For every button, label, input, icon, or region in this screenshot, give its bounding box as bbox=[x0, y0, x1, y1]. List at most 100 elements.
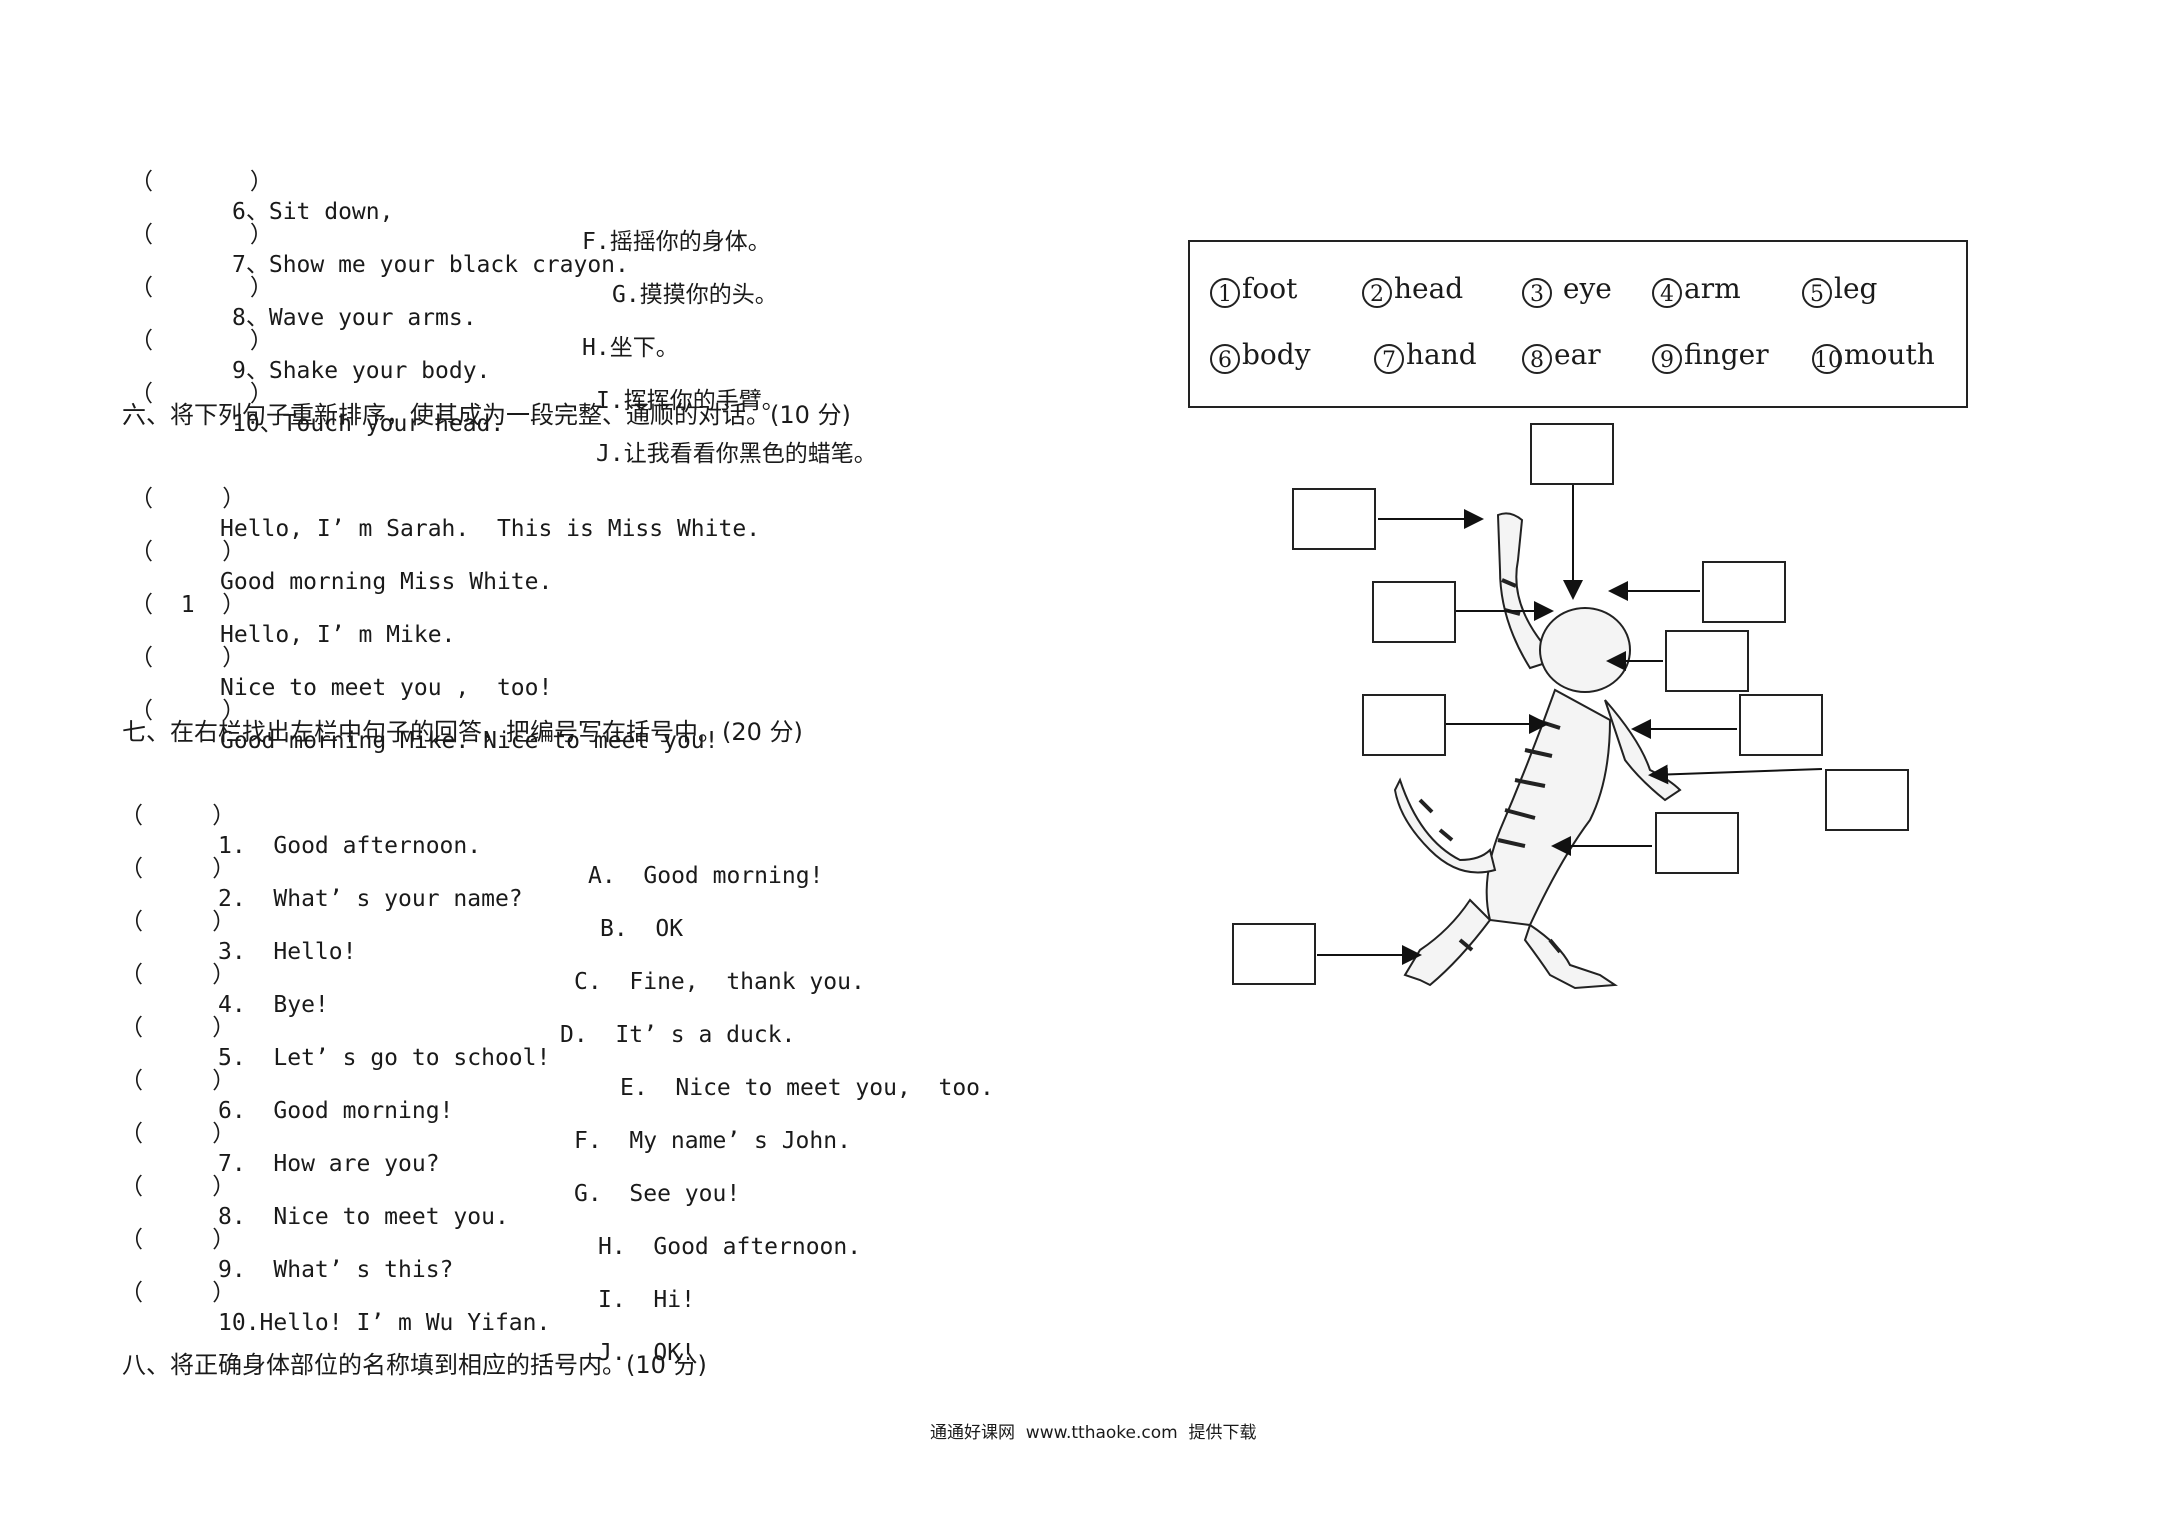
section-7-title: 七、在右栏找出左栏中句子的回答，把编号写在括号中。(20 分) bbox=[122, 718, 803, 746]
question-text: 6. Good morning! bbox=[218, 1098, 454, 1124]
part7-row: （ ） 2. What’ s your name? B. OK bbox=[120, 824, 683, 974]
response-text: B. OK bbox=[600, 916, 684, 942]
part7-row: （ ） 5. Let’ s go to school! E. Nice to m… bbox=[120, 983, 994, 1133]
question-text: 2. What’ s your name? bbox=[218, 886, 523, 912]
part6-row: （ ） Good morning Mike. Nice to meet you! bbox=[130, 666, 719, 786]
part5-row: （ ） 10、Touch your head. J.让我看看你黑色的蜡笔。 bbox=[130, 349, 877, 499]
order-blank[interactable]: （ ） bbox=[130, 539, 246, 565]
dialogue-text: Good morning Mike. Nice to meet you! bbox=[220, 728, 719, 754]
answer-blank[interactable]: （ ） bbox=[120, 1068, 236, 1094]
dialogue-text: Hello, I’ m Mike. bbox=[220, 622, 456, 648]
answer-blank[interactable]: （ ） bbox=[130, 275, 273, 301]
label-box[interactable] bbox=[1232, 923, 1316, 985]
answer-blank[interactable]: （ ） bbox=[120, 962, 236, 988]
match-text: G.摸摸你的头。 bbox=[612, 282, 778, 308]
question-text: 8. Nice to meet you. bbox=[218, 1204, 509, 1230]
word-label: leg bbox=[1834, 272, 1878, 305]
question-text: 7. How are you? bbox=[218, 1151, 440, 1177]
label-box[interactable] bbox=[1825, 769, 1909, 831]
circled-number: 8 bbox=[1522, 344, 1552, 374]
part7-row: （ ） 8. Nice to meet you. H. Good afterno… bbox=[120, 1142, 861, 1292]
circled-number: 7 bbox=[1374, 344, 1404, 374]
circled-number: 4 bbox=[1652, 278, 1682, 308]
word-label: eye bbox=[1562, 272, 1612, 305]
answer-blank[interactable]: （ ） bbox=[130, 222, 273, 248]
word-label: body bbox=[1242, 338, 1311, 371]
circled-number: 9 bbox=[1652, 344, 1682, 374]
word-bank-item: 10mouth bbox=[1812, 338, 1935, 374]
answer-blank[interactable]: （ ） bbox=[130, 169, 273, 195]
response-text: J. OK! bbox=[598, 1340, 695, 1366]
response-text: F. My name’ s John. bbox=[574, 1128, 851, 1154]
item-text: 7、Show me your black crayon. bbox=[232, 252, 629, 278]
footer-source: 通通好课网 www.tthaoke.com 提供下载 bbox=[930, 1423, 1257, 1443]
answer-blank[interactable]: （ ） bbox=[120, 1174, 236, 1200]
answer-blank[interactable]: （ ） bbox=[130, 381, 273, 407]
label-box[interactable] bbox=[1372, 581, 1456, 643]
match-text: H.坐下。 bbox=[582, 335, 679, 361]
question-text: 9. What’ s this? bbox=[218, 1257, 454, 1283]
answer-blank[interactable]: （ ） bbox=[120, 1280, 236, 1306]
part7-row: （ ） 6. Good morning! F. My name’ s John. bbox=[120, 1036, 851, 1186]
match-text: F.摇摇你的身体。 bbox=[582, 229, 771, 255]
word-label: hand bbox=[1406, 338, 1477, 371]
label-box[interactable] bbox=[1702, 561, 1786, 623]
word-label: ear bbox=[1554, 338, 1601, 371]
order-blank[interactable]: （ 1 ） bbox=[130, 592, 246, 618]
part5-row: （ ） 8、Wave your arms. H.坐下。 bbox=[130, 243, 679, 393]
dialogue-text: Hello, I’ m Sarah. This is Miss White. bbox=[220, 516, 761, 542]
circled-number: 6 bbox=[1210, 344, 1240, 374]
order-blank[interactable]: （ ） bbox=[130, 486, 246, 512]
part7-row: （ ） 9. What’ s this? I. Hi! bbox=[120, 1195, 695, 1345]
label-box[interactable] bbox=[1655, 812, 1739, 874]
section-8-title: 八、将正确身体部位的名称填到相应的括号内。(10 分) bbox=[122, 1351, 707, 1379]
part5-row: （ ） 7、Show me your black crayon. G.摸摸你的头… bbox=[130, 190, 778, 340]
word-label: foot bbox=[1242, 272, 1298, 305]
part6-row: （ ） Hello, I’ m Sarah. This is Miss Whit… bbox=[130, 454, 760, 574]
label-box[interactable] bbox=[1665, 630, 1749, 692]
match-text: J.让我看看你黑色的蜡笔。 bbox=[596, 441, 877, 467]
part6-row: （ ） Nice to meet you , too! bbox=[130, 613, 552, 733]
label-box[interactable] bbox=[1292, 488, 1376, 550]
question-text: 5. Let’ s go to school! bbox=[218, 1045, 551, 1071]
answer-blank[interactable]: （ ） bbox=[130, 328, 273, 354]
answer-blank[interactable]: （ ） bbox=[120, 856, 236, 882]
item-text: 8、Wave your arms. bbox=[232, 305, 477, 331]
question-text: 3. Hello! bbox=[218, 939, 357, 965]
answer-blank[interactable]: （ ） bbox=[120, 1227, 236, 1253]
label-box[interactable] bbox=[1362, 694, 1446, 756]
dialogue-text: Good morning Miss White. bbox=[220, 569, 553, 595]
order-blank[interactable]: （ ） bbox=[130, 698, 246, 724]
label-box[interactable] bbox=[1530, 423, 1614, 485]
match-text: I.挥挥你的手臂。 bbox=[596, 388, 785, 414]
part7-row: （ ） 10.Hello! I’ m Wu Yifan. J. OK! bbox=[120, 1248, 695, 1398]
response-text: A. Good morning! bbox=[588, 863, 824, 889]
answer-blank[interactable]: （ ） bbox=[120, 1121, 236, 1147]
part6-row: （ 1 ） Hello, I’ m Mike. bbox=[130, 560, 455, 680]
label-box[interactable] bbox=[1739, 694, 1823, 756]
response-text: G. See you! bbox=[574, 1181, 741, 1207]
word-label: finger bbox=[1684, 338, 1769, 371]
dialogue-text: Nice to meet you , too! bbox=[220, 675, 553, 701]
order-blank[interactable]: （ ） bbox=[130, 645, 246, 671]
response-text: D. It’ s a duck. bbox=[560, 1022, 796, 1048]
word-label: mouth bbox=[1844, 338, 1935, 371]
word-bank-item: 3 eye bbox=[1522, 272, 1612, 308]
answer-blank[interactable]: （ ） bbox=[120, 1015, 236, 1041]
part7-row: （ ） 1. Good afternoon. A. Good morning! bbox=[120, 771, 823, 921]
response-text: E. Nice to meet you, too. bbox=[620, 1075, 994, 1101]
part6-row: （ ） Good morning Miss White. bbox=[130, 507, 552, 627]
answer-blank[interactable]: （ ） bbox=[120, 909, 236, 935]
answer-blank[interactable]: （ ） bbox=[120, 803, 236, 829]
circled-number: 3 bbox=[1522, 278, 1552, 308]
question-text: 4. Bye! bbox=[218, 992, 329, 1018]
circled-number: 10 bbox=[1812, 344, 1842, 374]
